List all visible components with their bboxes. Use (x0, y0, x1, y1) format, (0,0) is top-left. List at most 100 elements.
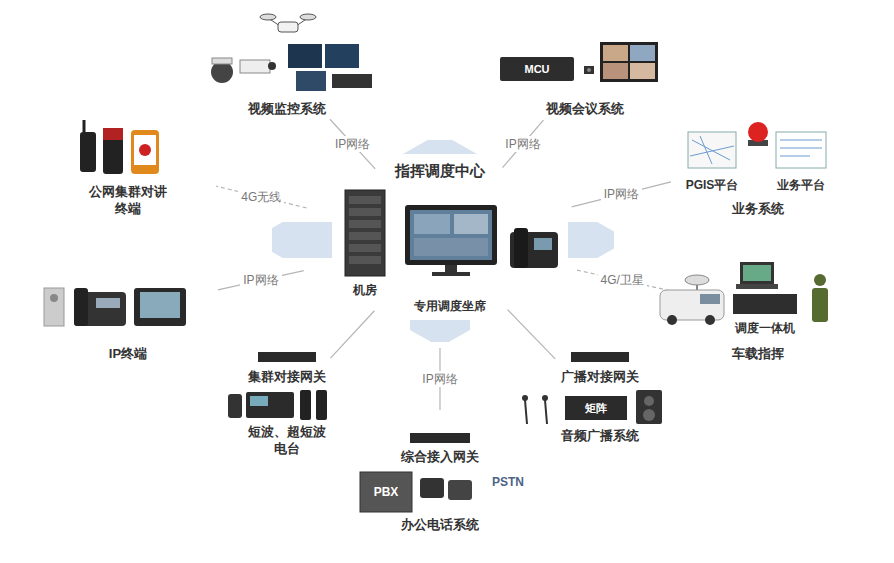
vehicle-command-part (812, 288, 828, 322)
label-holder: MCU (524, 62, 549, 77)
office-phone-system-part (410, 433, 470, 443)
system-node: 指挥调度中心 (250, 132, 630, 348)
radio-terminals (80, 120, 159, 174)
server-rack-part (349, 196, 381, 204)
edge-label: IP网络 (332, 136, 373, 152)
diamond-outline (163, 334, 411, 476)
business-platform-part (780, 140, 822, 156)
system-node: 视频监控系统 (162, 0, 412, 144)
system-node: 业务系统 (633, 88, 883, 232)
connector (508, 310, 556, 359)
trunk-gateway-part (258, 352, 316, 362)
node-label: 集群对接网关 (248, 368, 326, 385)
system-node: 视频会议系统 (460, 0, 710, 144)
camera-drone-part (288, 44, 322, 68)
video-conference-part (630, 45, 655, 61)
node-label: 车载指挥 (732, 345, 784, 362)
business-platform-part (776, 132, 826, 168)
map-texture-part (400, 140, 480, 154)
connector (331, 311, 375, 358)
node-label: IP终端 (109, 345, 147, 362)
office-phone-system-part (420, 478, 444, 498)
dispatch-console-part (414, 214, 450, 234)
label-holder: 调度一体机 (735, 321, 795, 336)
server-rack-part (349, 220, 381, 228)
office-phone-system (360, 433, 472, 512)
office-phone-system-part (360, 472, 412, 512)
device-label: PBX (374, 485, 399, 500)
video-conference-part (587, 68, 591, 72)
diamond-outline (634, 239, 882, 381)
diamond-outline (316, 411, 564, 561)
ip-terminals-part (140, 292, 180, 318)
broadcast-gateway-part (525, 400, 527, 424)
server-rack-part (345, 190, 385, 276)
node-label: 综合接入网关 (401, 448, 479, 465)
trunk-gateway-part (300, 390, 311, 420)
node-label: 公网集群对讲 终端 (78, 183, 178, 217)
office-phone-system-part (448, 480, 472, 500)
edge-label: IP网络 (601, 186, 642, 202)
dispatch-console-part (534, 238, 552, 250)
camera-drone-part (240, 60, 270, 73)
radio-terminals-part (80, 132, 96, 172)
vehicle-command-part (736, 284, 778, 289)
map-texture-part (568, 222, 614, 258)
edge-label: IP网络 (240, 272, 281, 288)
system-node: IP终端 (3, 238, 253, 382)
broadcast-gateway-part (643, 409, 655, 421)
node-label: 广播对接网关 (561, 368, 639, 385)
connector (330, 119, 375, 169)
edge-label-holder: IP网络 (332, 136, 373, 152)
radio-terminals-part (83, 120, 86, 132)
edge-label-holder: 4G/卫星 (598, 272, 647, 288)
edge-label: IP网络 (502, 136, 543, 152)
node-label: PSTN (492, 474, 524, 491)
business-platform-part (748, 122, 768, 142)
ip-terminals-part (134, 288, 186, 326)
camera-drone-part (260, 14, 276, 20)
video-conference-part (603, 63, 628, 79)
text-holder: 广播对接网关 (561, 368, 639, 385)
vehicle-command (660, 262, 828, 325)
node-label: 指挥调度中心 (395, 162, 485, 179)
diamond-outline (4, 94, 252, 236)
video-conference-part (600, 42, 658, 82)
broadcast-gateway-part (636, 390, 662, 424)
camera-drone-part (278, 22, 298, 32)
ip-terminals-part (74, 288, 88, 326)
edge-label-holder: IP网络 (502, 136, 543, 152)
camera-drone-part (300, 14, 316, 20)
device-label: 矩阵 (585, 401, 607, 416)
camera-drone-part (325, 44, 359, 68)
connector (572, 182, 671, 207)
system-node: 综合接入网关办公电话系统 PSTN (315, 410, 565, 562)
node-label: 视频会议系统 (546, 100, 624, 117)
broadcast-gateway-part (565, 396, 627, 420)
edge-label-holder: IP网络 (419, 371, 460, 387)
text-holder: 办公电话系统 (401, 516, 479, 533)
system-node: PSTN (480, 468, 536, 496)
connector (218, 271, 304, 290)
video-conference (500, 42, 658, 82)
vehicle-command-part (814, 274, 826, 286)
broadcast-gateway-part (545, 400, 547, 424)
map-texture-part (272, 222, 332, 258)
device-label: PGIS平台 (686, 178, 739, 193)
server-rack-part (349, 232, 381, 240)
radio-terminals-part (131, 130, 159, 174)
ip-terminals-part (50, 294, 58, 302)
text-holder: IP终端 (109, 345, 147, 362)
diamond-outline (634, 89, 882, 231)
dispatch-console (405, 205, 558, 276)
vehicle-command-part (740, 262, 774, 284)
camera-drone-part (296, 71, 326, 91)
diamond-outline (461, 1, 709, 143)
broadcast-gateway-part (542, 395, 548, 401)
broadcast-gateway-part (644, 396, 654, 406)
text-holder: 业务系统 (732, 200, 784, 217)
text-holder: 指挥调度中心 (395, 162, 485, 179)
node-shape (315, 410, 565, 562)
edge-label: IP网络 (419, 371, 460, 387)
